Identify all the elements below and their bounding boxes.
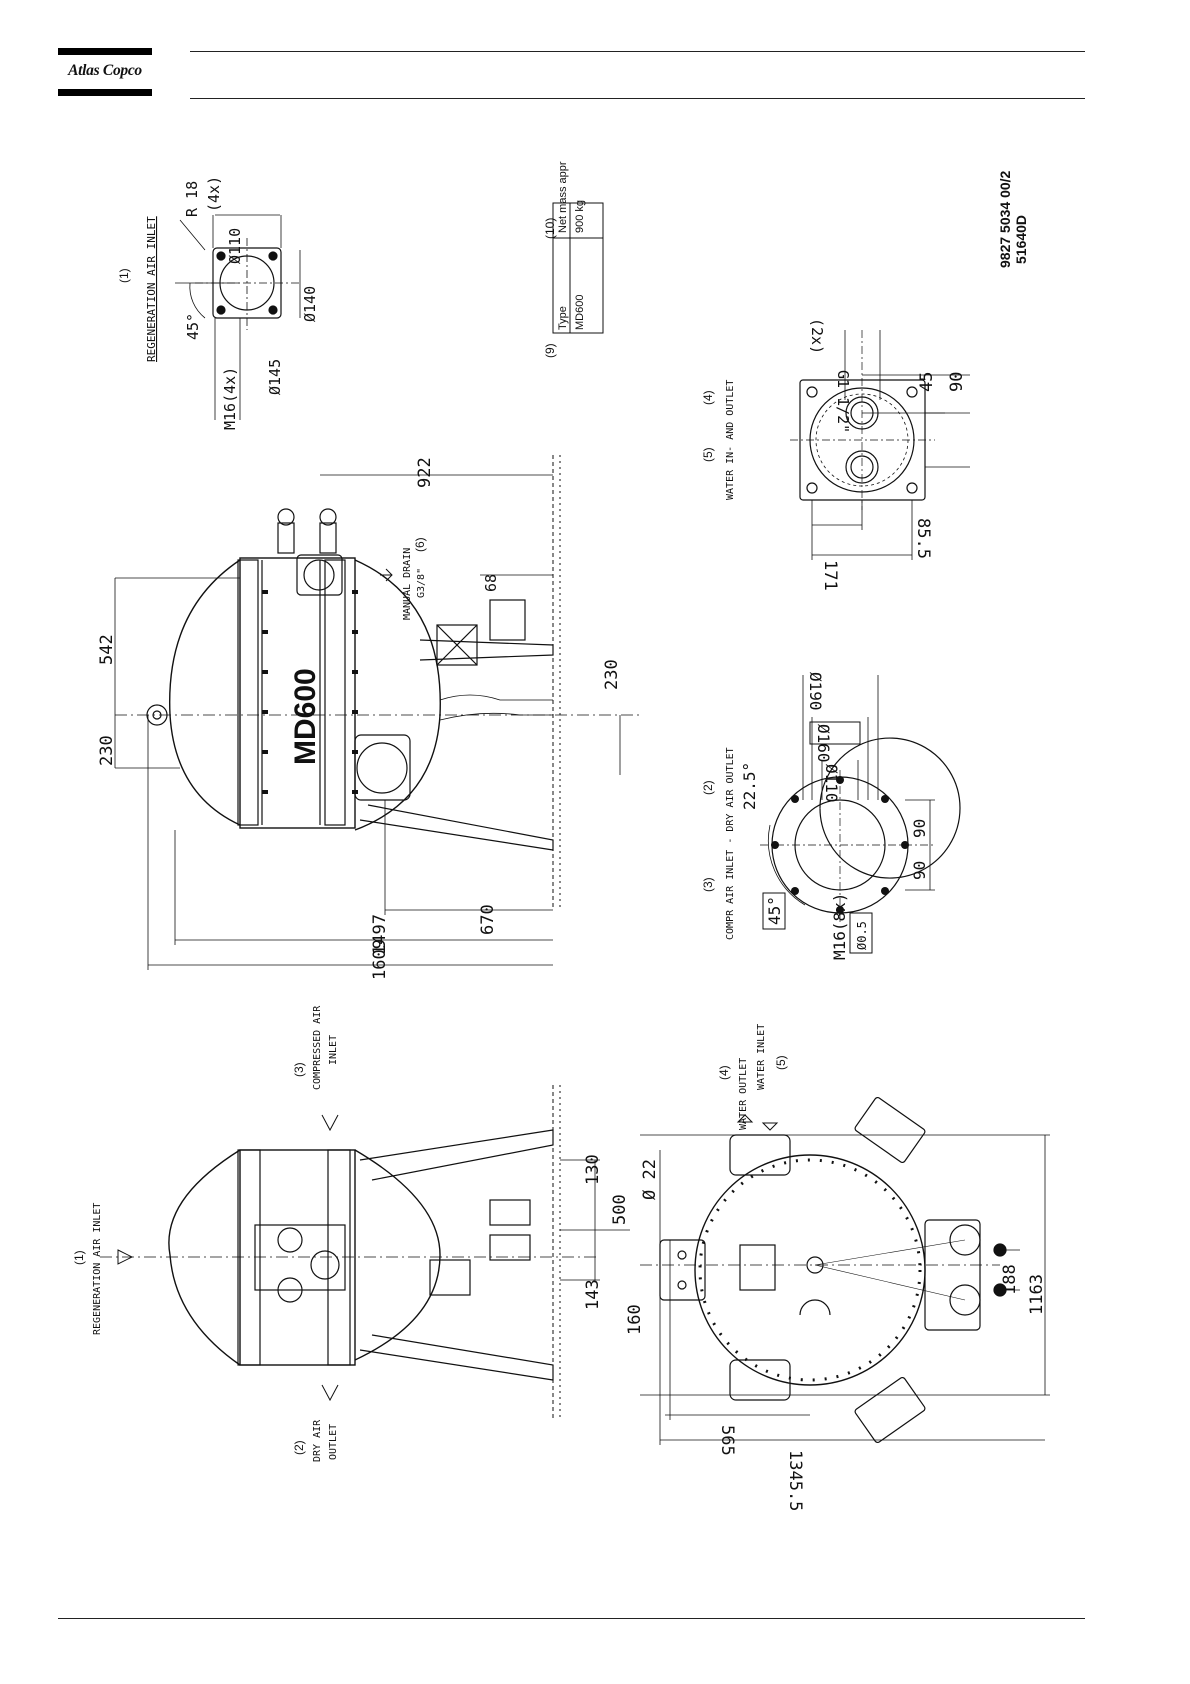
air-flange-title: COMPR AIR INLET - DRY AIR OUTLET xyxy=(725,747,736,940)
dim-top-1345-5: 1345.5 xyxy=(785,1450,805,1511)
dim-regen-m16: M16(4x) xyxy=(221,367,239,430)
dim-air-45deg: 45° xyxy=(765,896,784,925)
dim-side-230-right: 230 xyxy=(602,659,622,690)
atlas-copco-logo: Atlas Copco xyxy=(58,48,152,96)
dim-top-565: 565 xyxy=(717,1425,737,1456)
dim-air-d190: Ø190 xyxy=(806,672,825,711)
mass-col-type-header: Type xyxy=(557,306,569,330)
dim-water-45: 45 xyxy=(917,372,937,392)
mass-row-mass: 900 kg xyxy=(574,200,586,233)
top-water-inlet-label: WATER INLET xyxy=(756,1024,767,1090)
front-compressed-air-label-2: INLET xyxy=(328,1035,339,1065)
product-label-md600: MD600 xyxy=(289,668,322,765)
marker-9: (9) xyxy=(543,343,557,358)
water-flange-title: WATER IN- AND OUTLET xyxy=(725,380,736,500)
front-dry-air-label: DRY AIR xyxy=(312,1419,323,1462)
header-rule-bottom xyxy=(190,98,1085,99)
dim-water-85-5: 85.5 xyxy=(913,518,933,559)
front-dry-air-label-2: OUTLET xyxy=(328,1424,339,1460)
dim-side-922: 922 xyxy=(415,457,435,488)
brand-name: Atlas Copco xyxy=(68,62,142,79)
dim-air-d110: Ø110 xyxy=(822,764,841,803)
dim-air-d160: Ø160 xyxy=(814,724,833,763)
mass-table: Type MD600 (9) Net mass appr 900 kg (10) xyxy=(543,161,604,358)
dim-top-d22: Ø 22 xyxy=(640,1159,660,1200)
dim-water-171: 171 xyxy=(820,560,840,591)
front-marker-2: (2) xyxy=(292,1440,306,1455)
dim-regen-d140: Ø140 xyxy=(301,286,319,322)
dim-side-542: 542 xyxy=(97,634,117,665)
dim-water-2x: (2x) xyxy=(808,318,826,354)
dim-top-188: 188 xyxy=(1000,1264,1020,1295)
dim-water-g112: G1 1/2" xyxy=(834,370,852,433)
dim-front-130: 130 xyxy=(583,1154,603,1185)
dim-side-670: 670 xyxy=(478,904,498,935)
regen-flange-title: REGENERATION AIR INLET xyxy=(145,216,158,362)
regen-inlet-flange-view: (1) REGENERATION AIR INLET R 18 (4x) Ø11… xyxy=(117,176,319,430)
manual-drain-size: G3/8" xyxy=(416,568,427,598)
mass-col-mass-header: Net mass appr xyxy=(557,161,569,233)
dim-regen-r18: R 18 xyxy=(183,181,201,217)
side-view: MD600 xyxy=(97,455,640,980)
top-view: (4) WATER OUTLET WATER INLET (5) Ø 22 16… xyxy=(625,1024,1050,1511)
water-flange-marker-4: (4) xyxy=(701,390,715,405)
manual-drain-label: MANUAL DRAIN xyxy=(402,548,413,620)
front-marker-3: (3) xyxy=(292,1062,306,1077)
front-compressed-air-label: COMPRESSED AIR xyxy=(312,1005,323,1090)
water-flange-view: (5) (4) WATER IN- AND OUTLET G1 1/2" (2x… xyxy=(701,318,970,591)
doc-number: 9827 5034 00/2 xyxy=(997,170,1013,268)
top-marker-4: (4) xyxy=(717,1065,731,1080)
dim-air-tolerance: Ø0.5 xyxy=(855,921,869,950)
top-water-outlet-label: WATER OUTLET xyxy=(738,1058,749,1130)
air-flange-view: (3) (2) COMPR AIR INLET - DRY AIR OUTLET… xyxy=(701,672,961,960)
dim-front-143: 143 xyxy=(583,1279,603,1310)
dim-front-500: 500 xyxy=(610,1194,630,1225)
dim-top-160: 160 xyxy=(625,1304,645,1335)
air-flange-marker-3: (3) xyxy=(701,877,715,892)
dim-air-m16-8x: M16(8x) xyxy=(830,893,849,960)
dim-side-230-left: 230 xyxy=(97,735,117,766)
dim-water-90: 90 xyxy=(947,372,967,392)
dim-air-90-top: 90 xyxy=(910,819,929,838)
dim-regen-4x: (4x) xyxy=(205,176,223,212)
front-regen-inlet-label: REGENERATION AIR INLET xyxy=(92,1203,103,1335)
footer-rule xyxy=(58,1618,1085,1619)
front-view: (1) REGENERATION AIR INLET (3) COMPRESSE… xyxy=(72,1005,630,1462)
dim-side-68: 68 xyxy=(482,574,500,592)
dim-side-1497: 1497 xyxy=(370,914,390,955)
dim-regen-45deg: 45° xyxy=(184,313,202,340)
dim-side-1609: 1609 xyxy=(370,939,390,980)
dim-regen-d145: Ø145 xyxy=(266,359,284,395)
front-marker-1: (1) xyxy=(72,1250,86,1265)
logo-bar-top xyxy=(58,48,152,55)
water-flange-marker-5: (5) xyxy=(701,447,715,462)
regen-flange-marker: (1) xyxy=(117,268,131,283)
dim-top-1163: 1163 xyxy=(1027,1274,1047,1315)
dim-air-22-5deg: 22.5° xyxy=(740,762,759,810)
logo-bar-bottom xyxy=(58,89,152,96)
marker-6: (6) xyxy=(413,537,427,552)
dim-air-90-bottom: 90 xyxy=(910,861,929,880)
document-reference: 9827 5034 00/2 51640D xyxy=(997,170,1029,268)
marker-10: (10) xyxy=(543,218,557,239)
top-marker-5: (5) xyxy=(774,1055,788,1070)
header-rule-top xyxy=(190,51,1085,52)
dim-regen-d110: Ø110 xyxy=(226,228,244,264)
mass-row-type: MD600 xyxy=(574,295,586,330)
drawing-number: 51640D xyxy=(1013,215,1029,264)
air-flange-marker-2: (2) xyxy=(701,780,715,795)
